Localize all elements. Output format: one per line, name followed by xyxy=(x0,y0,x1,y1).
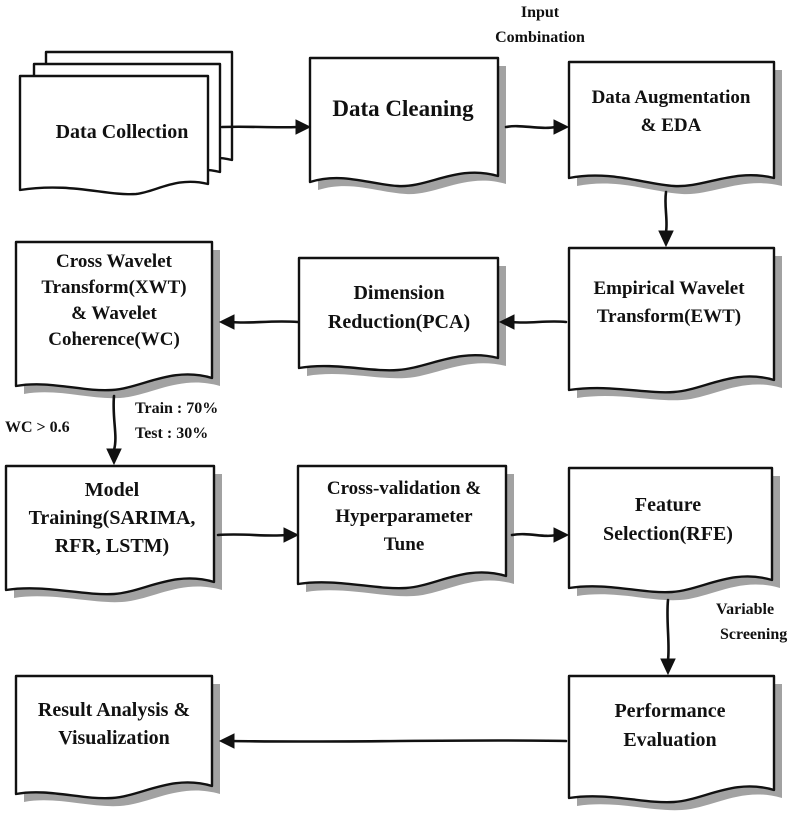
dimension-reduction-line1: Dimension xyxy=(353,282,444,304)
doc-stack-front xyxy=(18,74,210,196)
result-analysis-line2: Visualization xyxy=(58,727,170,749)
empirical-wavelet-shape xyxy=(567,246,776,394)
cross-wavelet-line1: Cross Wavelet xyxy=(56,251,173,272)
cross-validation-line2: Hyperparameter xyxy=(335,506,473,527)
performance-evaluation-line2: Evaluation xyxy=(623,729,716,751)
dimension-reduction-shape xyxy=(297,256,500,372)
node-data-cleaning: Data Cleaning xyxy=(308,56,506,195)
performance-evaluation-line1: Performance xyxy=(614,700,725,722)
performance-evaluation-shape xyxy=(567,674,776,804)
wc-threshold-label: WC > 0.6 xyxy=(5,419,70,436)
arrow-augmentation-to-ewt xyxy=(658,190,674,248)
data-augmentation-line1: Data Augmentation xyxy=(592,87,751,108)
node-result-analysis: Result Analysis & Visualization xyxy=(14,674,220,807)
variable-screening-line2: Screening xyxy=(720,626,787,643)
feature-selection-shape xyxy=(567,466,774,594)
model-training-line1: Model xyxy=(85,479,140,501)
node-performance-evaluation: Performance Evaluation xyxy=(567,674,782,811)
arrow-feature-to-performance xyxy=(660,598,676,676)
cross-wavelet-line2: Transform(XWT) xyxy=(41,277,186,298)
input-combination-line1: Input xyxy=(521,4,560,21)
train-split-label: Train : 70% xyxy=(135,400,218,417)
arrow-cleaning-to-augmentation xyxy=(504,119,570,135)
node-data-augmentation: Data Augmentation & EDA xyxy=(567,60,782,195)
result-analysis-shape xyxy=(14,674,214,800)
node-data-collection: Data Collection xyxy=(18,50,234,196)
arrow-collection-to-cleaning xyxy=(220,119,312,135)
variable-screening-line1: Variable xyxy=(716,601,774,618)
node-dimension-reduction: Dimension Reduction(PCA) xyxy=(297,256,506,379)
feature-selection-line2: Selection(RFE) xyxy=(603,523,733,545)
arrow-xwt-to-training xyxy=(106,394,122,466)
arrow-ewt-to-dimension xyxy=(498,314,568,330)
cross-wavelet-shape xyxy=(14,240,214,392)
data-augmentation-shape xyxy=(567,60,776,188)
cross-validation-shape xyxy=(296,464,508,590)
result-analysis-line1: Result Analysis & xyxy=(38,699,190,721)
empirical-wavelet-line2: Transform(EWT) xyxy=(597,306,741,327)
arrow-performance-to-result xyxy=(218,733,568,749)
data-cleaning-label: Data Cleaning xyxy=(332,96,474,121)
data-collection-label: Data Collection xyxy=(56,121,189,143)
arrow-training-to-crossval xyxy=(216,527,300,543)
node-cross-wavelet: Cross Wavelet Transform(XWT) & Wavelet C… xyxy=(14,240,220,399)
node-model-training: Model Training(SARIMA, RFR, LSTM) xyxy=(4,464,222,603)
dimension-reduction-line2: Reduction(PCA) xyxy=(328,311,470,333)
node-cross-validation: Cross-validation & Hyperparameter Tune xyxy=(296,464,514,597)
cross-validation-line3: Tune xyxy=(384,534,425,555)
cross-validation-line1: Cross-validation & xyxy=(327,478,481,499)
data-augmentation-line2: & EDA xyxy=(641,115,702,136)
node-feature-selection: Feature Selection(RFE) xyxy=(567,466,780,601)
cross-wavelet-line4: Coherence(WC) xyxy=(48,329,180,350)
arrow-dimension-to-xwt xyxy=(218,314,300,330)
arrow-crossval-to-feature xyxy=(510,527,570,543)
empirical-wavelet-line1: Empirical Wavelet xyxy=(593,278,745,299)
feature-selection-line1: Feature xyxy=(635,494,701,516)
input-combination-line2: Combination xyxy=(495,29,585,46)
test-split-label: Test : 30% xyxy=(135,425,208,442)
cross-wavelet-line3: & Wavelet xyxy=(71,303,157,324)
model-training-line2: Training(SARIMA, xyxy=(29,507,196,529)
model-training-shape xyxy=(4,464,216,596)
data-cleaning-shape xyxy=(308,56,500,188)
node-empirical-wavelet: Empirical Wavelet Transform(EWT) xyxy=(567,246,782,401)
model-training-line3: RFR, LSTM) xyxy=(55,535,169,557)
